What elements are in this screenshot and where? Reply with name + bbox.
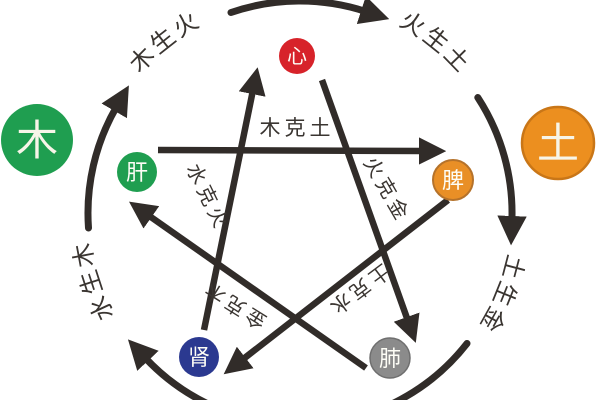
kidney-circle bbox=[179, 337, 219, 377]
organ-node-spleen: 脾 bbox=[432, 159, 474, 201]
earth-circle-label: 土 bbox=[537, 122, 579, 168]
spleen-circle bbox=[433, 160, 473, 200]
lung-circle-label: 肺 bbox=[379, 346, 401, 371]
liver-circle bbox=[117, 152, 157, 192]
overcoming-cycle-lines bbox=[129, 67, 450, 375]
label-fire-generates-earth: 火生土 bbox=[395, 8, 476, 80]
arrow-earth-overcomes-water bbox=[223, 197, 450, 375]
arc-fire-to-earth bbox=[474, 94, 527, 246]
heart-circle bbox=[279, 38, 315, 74]
lung-circle-ring bbox=[369, 337, 411, 379]
generating-cycle-arcs bbox=[84, 0, 527, 400]
earth-circle bbox=[522, 107, 594, 179]
organ-node-heart: 心 bbox=[279, 38, 315, 74]
label-earth-generates-metal: 土生金 bbox=[473, 252, 529, 339]
arc-wood-to-fire bbox=[227, 0, 390, 25]
label-wood-generates-fire-text: 木生火 bbox=[124, 7, 202, 78]
spleen-circle-label: 脾 bbox=[442, 168, 464, 193]
organ-node-lung: 肺 bbox=[369, 337, 411, 379]
arc-metal-to-water bbox=[127, 339, 471, 400]
arrow-metal-overcomes-wood bbox=[129, 201, 368, 371]
spleen-circle-ring bbox=[432, 159, 474, 201]
heart-circle-label: 心 bbox=[287, 46, 307, 68]
label-water-overcomes-fire: 水克火 bbox=[182, 160, 234, 235]
label-water-generates-wood: 水生木 bbox=[69, 238, 120, 325]
organ-node-kidney: 肾 bbox=[179, 337, 219, 377]
label-water-generates-wood-text: 水生木 bbox=[69, 238, 117, 325]
label-wood-overcomes-earth: 木克土 bbox=[260, 116, 335, 140]
liver-circle-label: 肝 bbox=[126, 160, 148, 185]
arrow-wood-overcomes-earth bbox=[157, 137, 447, 165]
label-wood-generates-fire: 木生火 bbox=[124, 7, 205, 78]
wood-circle-label: 木 bbox=[16, 119, 58, 165]
arrow-water-overcomes-fire bbox=[200, 67, 266, 331]
arc-water-to-wood bbox=[84, 85, 129, 232]
label-earth-generates-metal-text: 土生金 bbox=[473, 252, 526, 339]
label-fire-generates-earth-text: 火生土 bbox=[395, 8, 473, 80]
wood-circle bbox=[1, 104, 73, 176]
kidney-circle-label: 肾 bbox=[188, 345, 210, 370]
earth-circle-ring bbox=[520, 105, 596, 181]
arrow-fire-overcomes-metal bbox=[318, 78, 420, 343]
lung-circle bbox=[370, 338, 410, 378]
element-node-earth: 土 bbox=[520, 105, 596, 181]
element-node-wood: 木 bbox=[1, 104, 73, 176]
organ-node-liver: 肝 bbox=[117, 152, 157, 192]
